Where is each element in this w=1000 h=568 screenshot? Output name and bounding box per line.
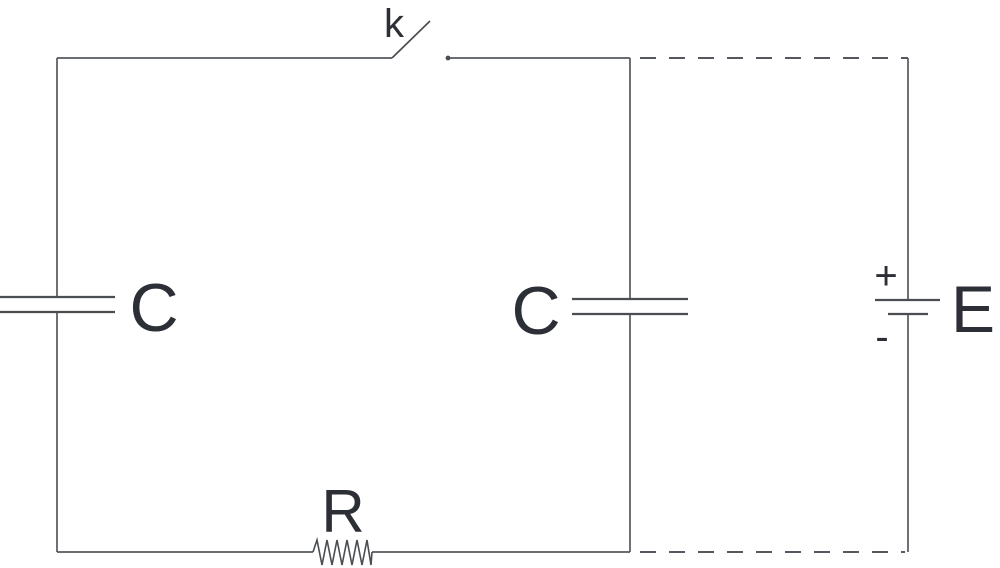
component-symbols <box>0 20 940 566</box>
resistor-zigzag <box>312 536 373 566</box>
switch-contact-dot <box>445 55 451 61</box>
capacitor-middle-label: C <box>511 273 560 349</box>
resistor-label: R <box>321 478 364 545</box>
dashed-wire-network <box>640 57 908 553</box>
labels-group: k C C R E + - <box>129 2 995 545</box>
capacitor-left-label: C <box>129 270 178 346</box>
battery-plus-sign: + <box>874 254 897 298</box>
battery-label: E <box>951 272 995 346</box>
switch-label: k <box>384 2 405 46</box>
switch-lever <box>391 20 431 59</box>
battery-minus-sign: - <box>875 315 888 359</box>
wire-network <box>56 57 909 553</box>
